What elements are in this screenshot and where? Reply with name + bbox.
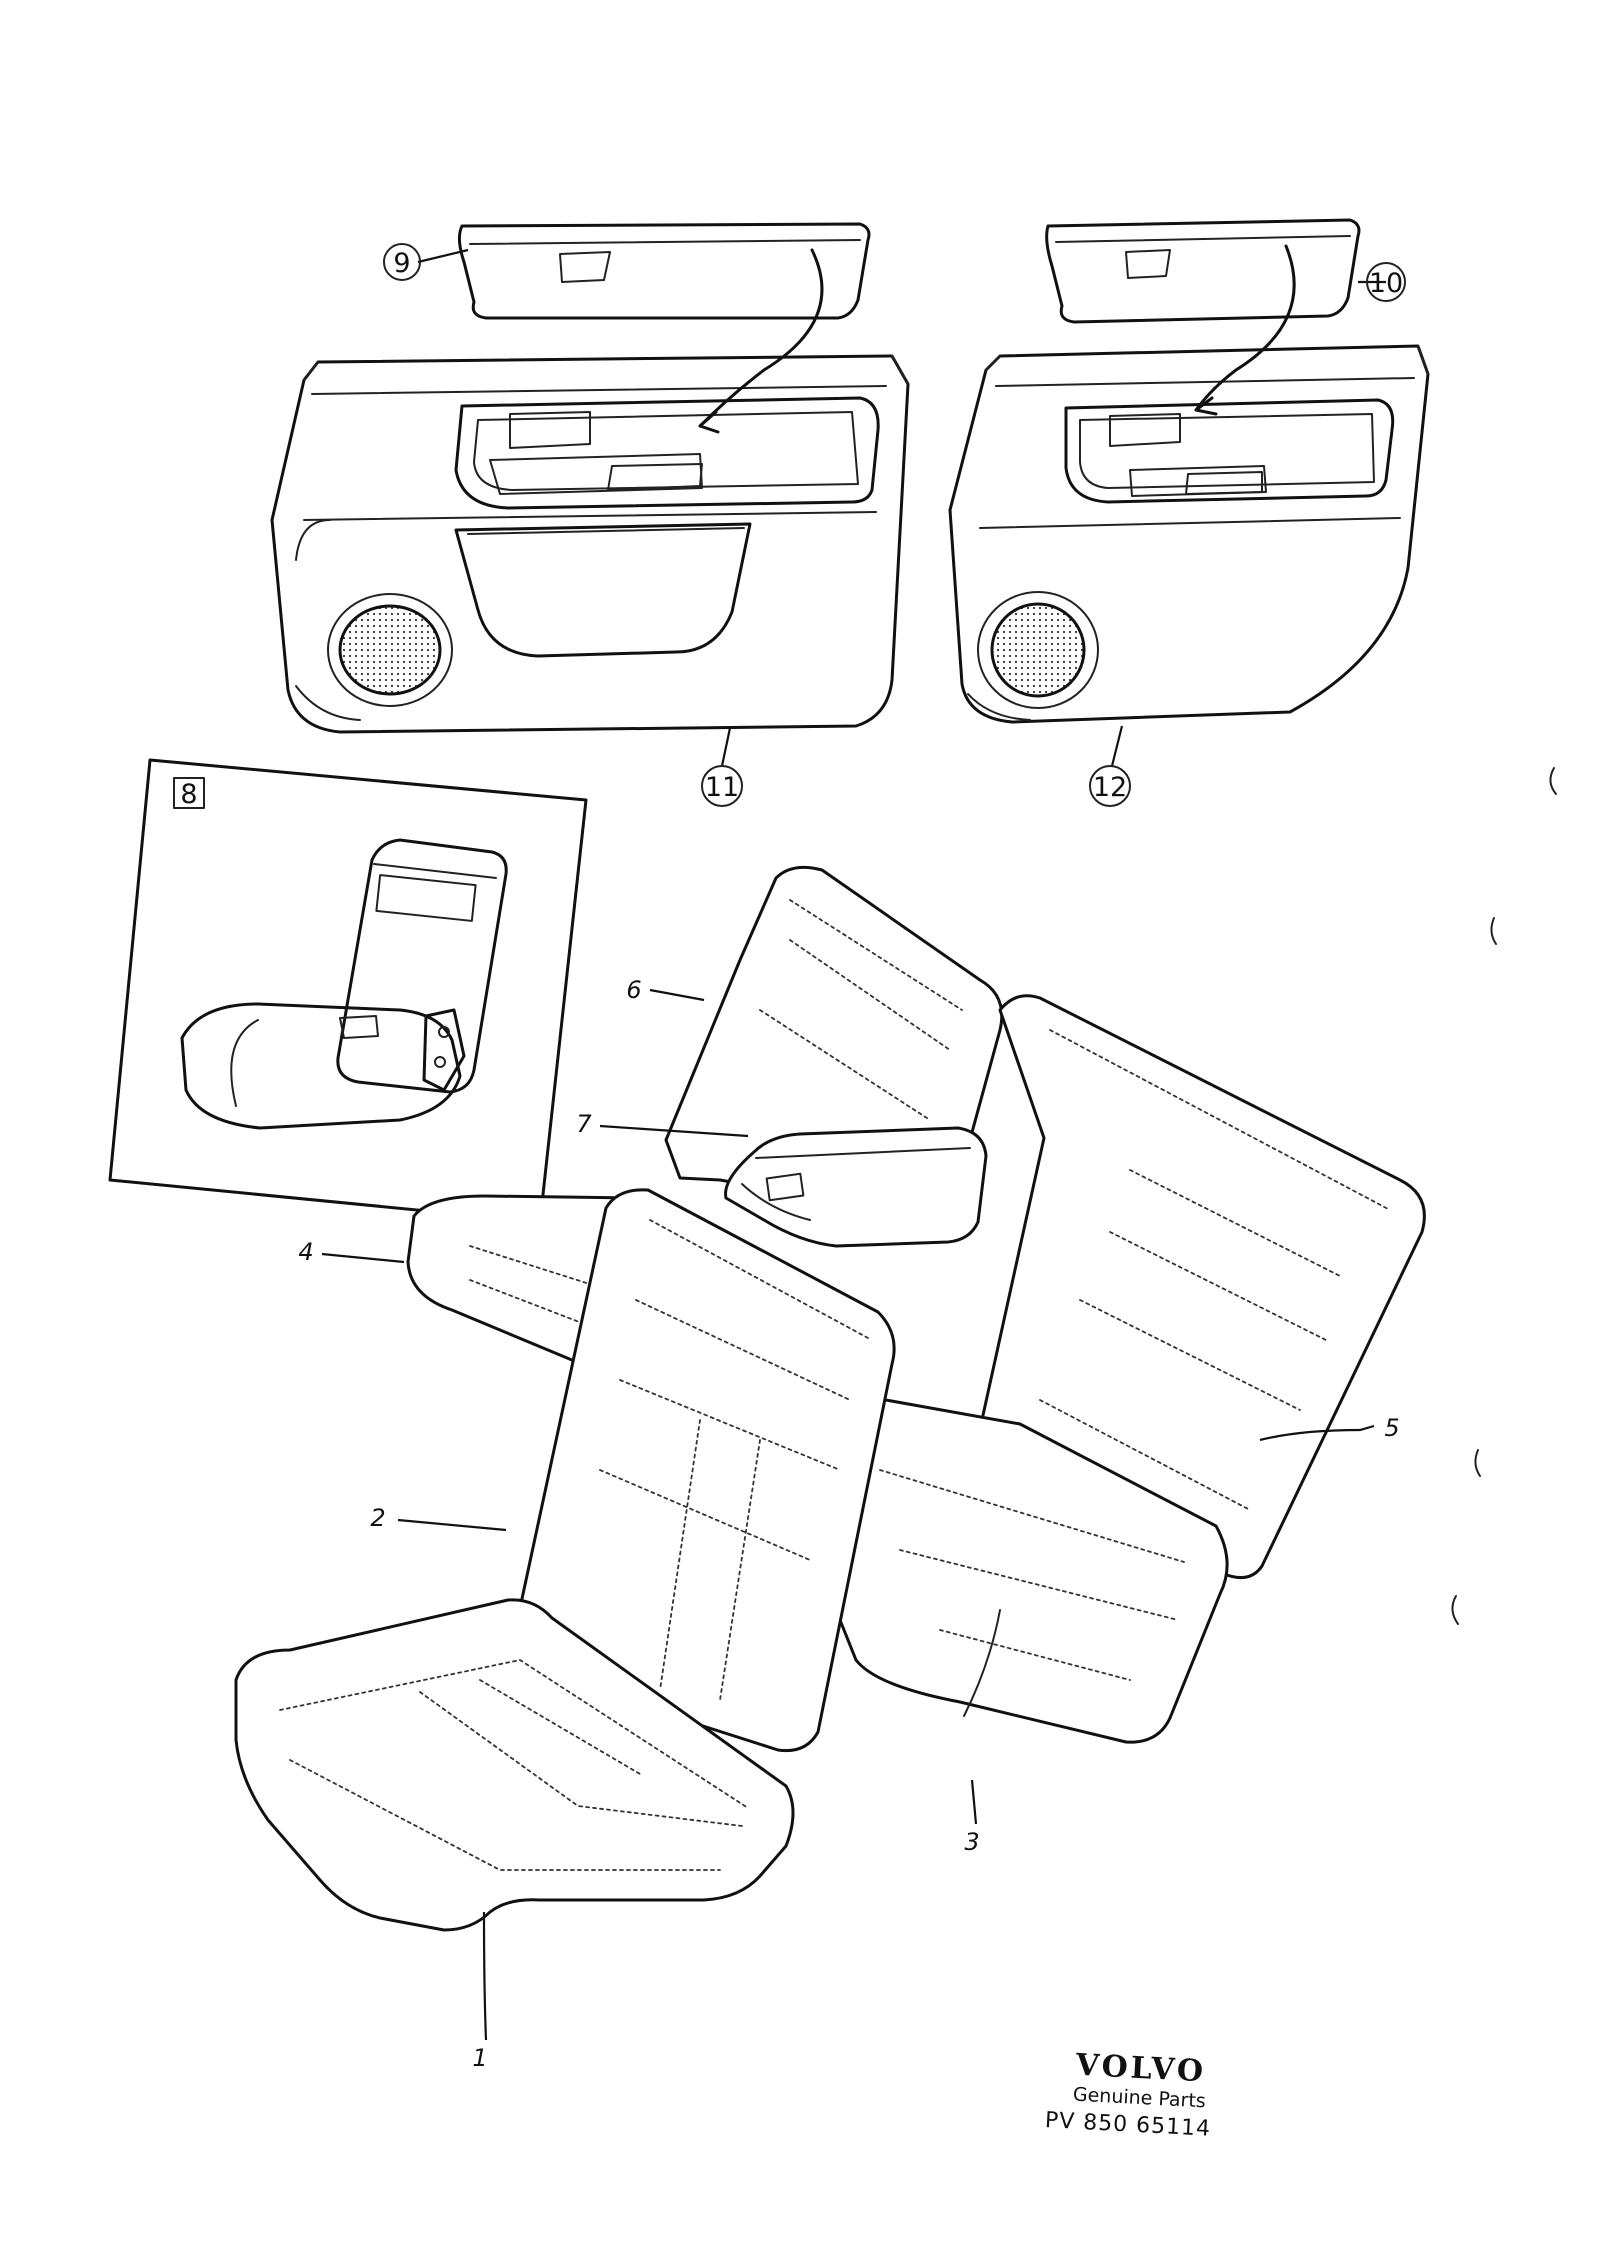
margin-marks: [1451, 767, 1557, 1625]
callout-2-label: 2: [370, 1504, 385, 1532]
callout-10-label: 10: [1369, 268, 1403, 299]
rear-seat-cushion: [828, 1388, 1229, 1744]
leader-lines: [321, 248, 1386, 2041]
callout-3-label: 3: [964, 1828, 979, 1856]
callout-1-label: 1: [472, 2044, 487, 2072]
rear-door-panel: [948, 344, 1430, 724]
brand-wordmark: VOLVO: [1074, 2048, 1207, 2090]
footer-brand-block: VOLVO Genuine Parts PV 850 65114: [1044, 2048, 1211, 2142]
callout-11: 11: [701, 765, 743, 807]
front-seat-backrest: [512, 1188, 896, 1753]
callout-6-label: 6: [626, 976, 641, 1004]
callout-7-label: 7: [576, 1110, 592, 1138]
rear-door-armrest-trim: [1045, 218, 1361, 416]
callout-5-label: 5: [1384, 1414, 1399, 1442]
callout-12-label: 12: [1093, 772, 1127, 803]
callout-10: 10: [1366, 262, 1406, 302]
inset-split-seat-detail: [108, 758, 588, 1224]
front-seat-cushion: [234, 1598, 795, 1932]
front-door-armrest-trim: [457, 222, 871, 434]
front-door-panel: [270, 354, 910, 734]
callout-12: 12: [1089, 765, 1131, 807]
callout-9-label: 9: [393, 248, 410, 279]
callout-8-label: 8: [180, 779, 197, 810]
callout-11-label: 11: [705, 772, 739, 803]
callout-9: 9: [383, 243, 421, 281]
center-armrest: [724, 1126, 988, 1248]
callout-4-label: 4: [298, 1238, 313, 1266]
part-number: PV 850 65114: [1044, 2108, 1211, 2142]
